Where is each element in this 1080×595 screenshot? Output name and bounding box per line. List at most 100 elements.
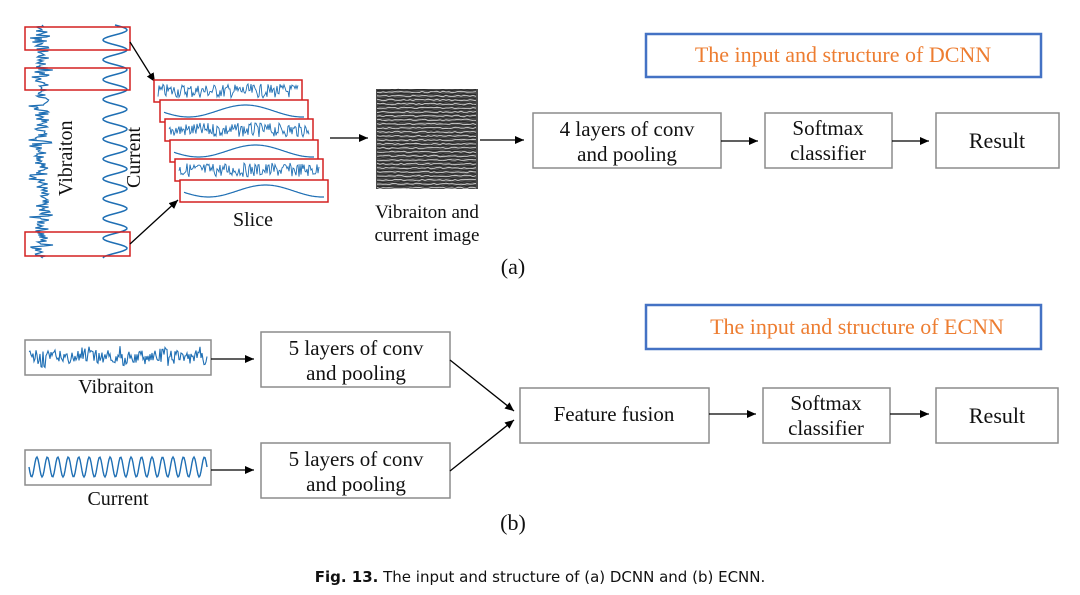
- slice-label: Slice: [233, 209, 273, 231]
- ecnn-softmax-box: [762, 387, 891, 444]
- ecnn-vibration-label: Vibraiton: [78, 376, 153, 398]
- image-texture-line: [376, 98, 477, 102]
- arrow-signal-to-slices-bottom: [129, 199, 179, 245]
- vibration-current-image-texture: [376, 88, 477, 190]
- image-texture-line: [376, 90, 477, 94]
- ecnn-title: The input and structure of ECNN: [710, 314, 1004, 339]
- ecnn-current-signal: [28, 455, 208, 479]
- dcnn-title: The input and structure of DCNN: [695, 42, 991, 67]
- image-texture-line: [376, 142, 477, 146]
- image-texture-line: [376, 136, 477, 140]
- feature-fusion-box: [519, 387, 710, 444]
- feature-fusion-label: Feature fusion: [554, 402, 675, 426]
- dcnn-softmax-box: [764, 112, 893, 169]
- caption-prefix: Fig. 13.: [314, 568, 379, 586]
- image-texture-line: [376, 126, 477, 130]
- arrow-conv1-to-fusion: [449, 359, 515, 412]
- image-texture-line: [376, 180, 477, 184]
- image-texture-line: [376, 162, 477, 166]
- slice-current-wave: [183, 184, 324, 198]
- slice-frame: [153, 79, 303, 103]
- image-texture-line: [376, 104, 477, 108]
- slice-stack: [153, 79, 329, 203]
- image-texture-line: [376, 182, 477, 186]
- slice-vibration-wave: [157, 82, 299, 100]
- slice-current-wave: [163, 104, 304, 118]
- ecnn-conv1-box: [260, 331, 451, 388]
- dcnn-title-box: [644, 32, 1043, 79]
- image-texture-line: [376, 140, 477, 144]
- image-texture-line: [376, 132, 477, 136]
- image-texture-line: [376, 128, 477, 132]
- dcnn-softmax-line2: classifier: [790, 141, 866, 165]
- image-texture-line: [376, 134, 477, 138]
- arrow-signal-to-slices-top: [129, 41, 156, 83]
- image-texture-line: [376, 108, 477, 112]
- image-texture-line: [376, 96, 477, 100]
- ecnn-result-label: Result: [969, 403, 1025, 428]
- image-texture-line: [376, 122, 477, 126]
- dcnn-result-label: Result: [969, 128, 1025, 153]
- image-texture-line: [376, 158, 477, 162]
- ecnn-conv2-line1: 5 layers of conv: [289, 447, 424, 471]
- image-texture-line: [376, 146, 476, 150]
- ecnn-section: Vibraiton Current 5 layers of conv and p…: [24, 303, 1059, 535]
- image-texture-line: [376, 94, 477, 98]
- image-texture-line: [376, 186, 477, 190]
- dcnn-softmax-line1: Softmax: [792, 116, 864, 140]
- image-texture-line: [376, 152, 477, 156]
- vibration-vertical-signal: [28, 24, 54, 259]
- image-texture-line: [376, 100, 477, 104]
- panel-label-b: (b): [500, 510, 526, 535]
- image-texture-line: [376, 114, 477, 118]
- image-texture-line: [376, 174, 477, 178]
- image-texture-line: [376, 168, 477, 172]
- image-texture-line: [376, 102, 477, 106]
- image-texture-line: [376, 92, 477, 96]
- arrow-conv2-to-fusion: [449, 419, 515, 472]
- figure-caption: Fig. 13. The input and structure of (a) …: [0, 568, 1080, 586]
- ecnn-vibration-signal: [28, 345, 208, 369]
- image-texture-line: [376, 150, 477, 154]
- vibration-vertical-label: Vibraiton: [55, 121, 77, 196]
- image-texture-line: [376, 176, 477, 180]
- image-label-line1: Vibraiton and: [375, 202, 479, 223]
- image-texture-line: [376, 172, 477, 176]
- ecnn-conv2-box: [260, 442, 451, 499]
- ecnn-title-box: [644, 303, 1043, 351]
- image-texture-line: [376, 178, 477, 182]
- caption-text: The input and structure of (a) DCNN and …: [383, 568, 766, 586]
- image-texture-line: [376, 166, 477, 170]
- ecnn-conv1-line1: 5 layers of conv: [289, 336, 424, 360]
- dcnn-conv-box: [532, 112, 722, 169]
- dcnn-result-box: [935, 112, 1060, 169]
- ecnn-conv2-line2: and pooling: [306, 472, 406, 496]
- image-texture-line: [376, 120, 477, 124]
- image-texture-line: [376, 106, 477, 110]
- image-texture-line: [376, 170, 477, 174]
- ecnn-softmax-line1: Softmax: [790, 391, 862, 415]
- dcnn-conv-line2: and pooling: [577, 142, 677, 166]
- slice-vibration-wave: [178, 161, 320, 178]
- slice-select-box-middle: [24, 67, 131, 91]
- slice-current-wave: [173, 144, 314, 158]
- panel-label-a: (a): [501, 254, 525, 279]
- image-texture-line: [376, 138, 477, 142]
- image-texture-line: [376, 160, 477, 164]
- image-texture-line: [376, 88, 477, 92]
- image-texture-line: [376, 112, 477, 116]
- ecnn-current-label: Current: [87, 488, 149, 510]
- image-texture-line: [376, 184, 477, 188]
- current-vertical-label: Current: [123, 126, 145, 188]
- image-texture-line: [376, 124, 477, 128]
- ecnn-softmax-line2: classifier: [788, 416, 864, 440]
- dcnn-conv-line1: 4 layers of conv: [560, 117, 695, 141]
- slice-frame: [179, 179, 329, 203]
- image-label-line2: current image: [375, 225, 480, 246]
- image-texture-line: [376, 116, 477, 120]
- image-texture-line: [376, 130, 477, 134]
- slice-select-box-top: [24, 26, 131, 51]
- image-texture-line: [376, 110, 477, 114]
- image-texture-line: [376, 164, 477, 168]
